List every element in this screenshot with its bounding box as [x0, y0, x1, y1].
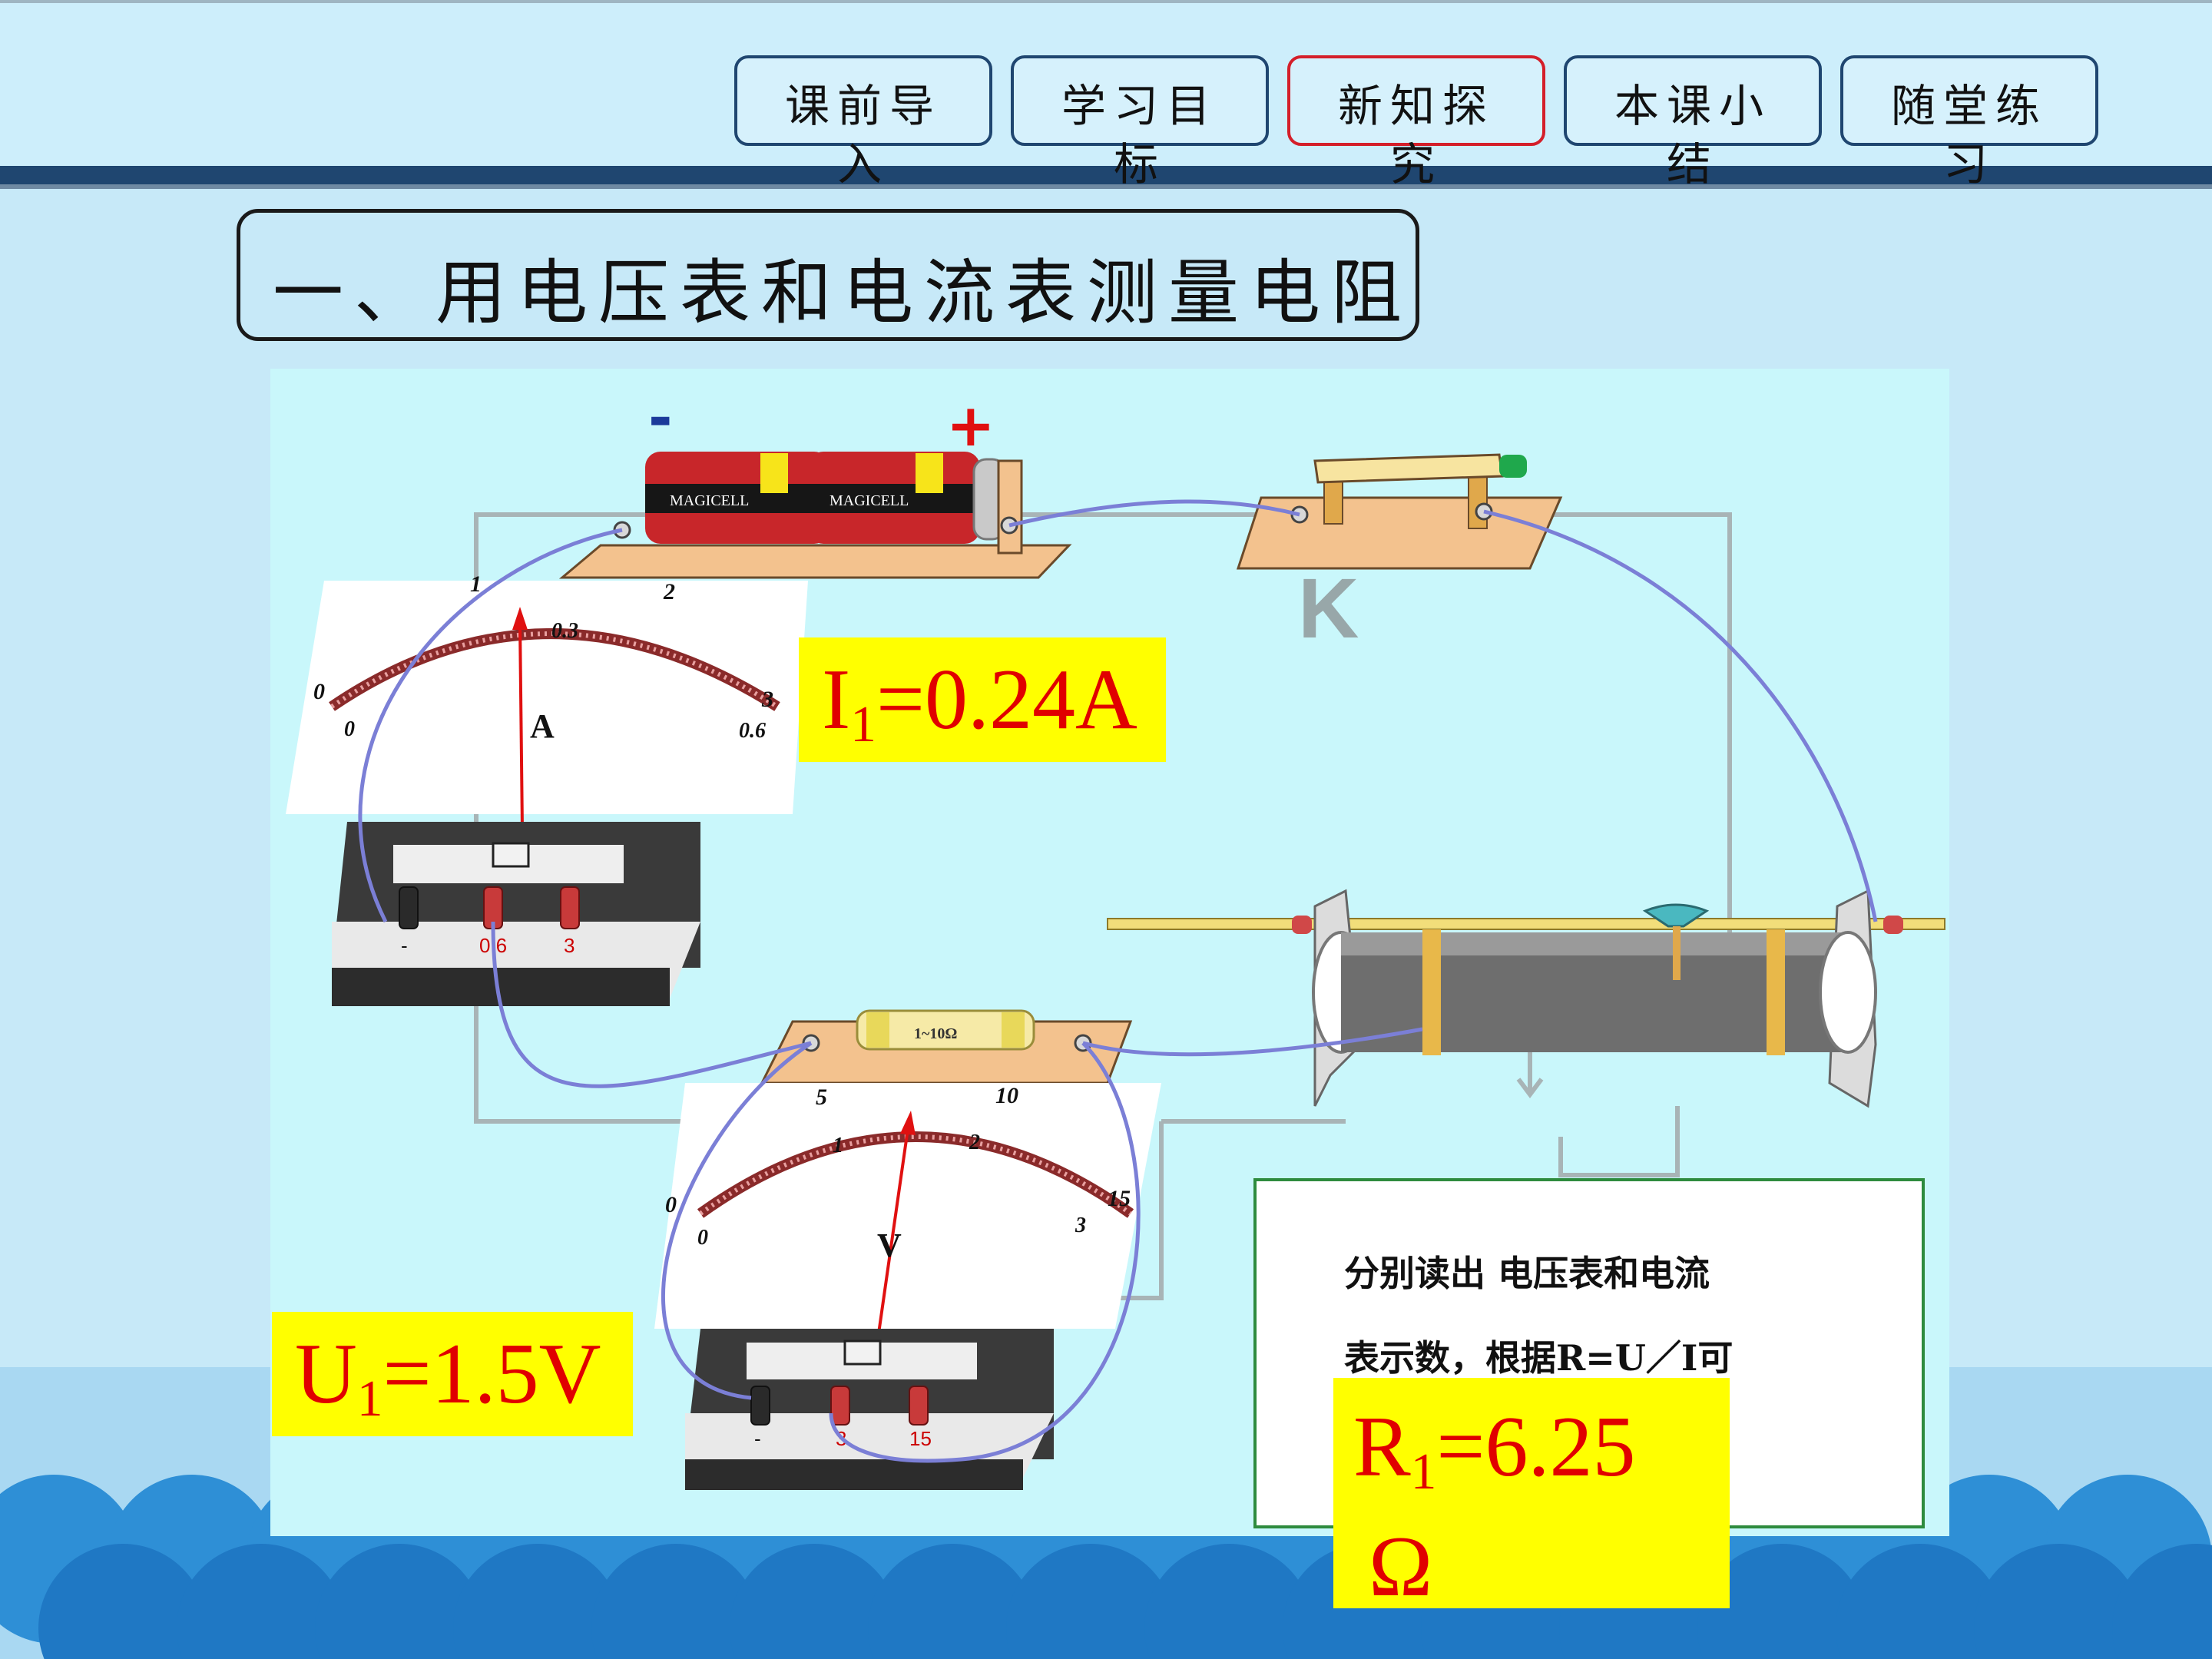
- header-rule: [0, 166, 2212, 184]
- nav-label: 学习目标: [1061, 80, 1218, 190]
- battery-holder: MAGICELL MAGICELL: [558, 452, 1072, 579]
- voltmeter-scale-top: 5: [816, 1084, 827, 1110]
- voltmeter-scale-bottom: 1: [833, 1134, 843, 1157]
- nav-label: 课前导入: [784, 80, 942, 190]
- battery-brand-label: MAGICELL: [830, 492, 909, 509]
- ammeter-scale-top: 0: [313, 679, 325, 704]
- resistance-unit: Ω: [1369, 1518, 1433, 1614]
- nav-button-practice[interactable]: 随堂练习: [1840, 55, 2098, 190]
- voltmeter-terminal-label: 15: [909, 1427, 932, 1450]
- voltmeter-scale-top: 0: [665, 1192, 677, 1217]
- ammeter-scale-bottom: 0: [344, 717, 355, 741]
- current-value: =0.24A: [876, 652, 1137, 747]
- voltage-reading: U1=1.5V: [272, 1312, 633, 1436]
- ammeter-scale-bottom: 0.6: [739, 719, 766, 743]
- ammeter-symbol: A: [530, 707, 555, 745]
- ammeter-terminal-label: 3: [564, 934, 575, 957]
- nav-label: 新知探究: [1337, 80, 1495, 190]
- battery-plus-sign: +: [946, 391, 995, 459]
- knife-switch: [1236, 453, 1563, 570]
- voltage-subscript: 1: [356, 1369, 383, 1427]
- ammeter: A 0 1 2 3 0 0.3 0.6 - 0.6 3: [286, 571, 808, 1006]
- voltmeter-scale-bottom: 3: [1075, 1214, 1086, 1237]
- resistance-subscript: 1: [1410, 1442, 1437, 1500]
- ammeter-terminal-label: -: [401, 934, 408, 957]
- note-line-2: 表示数，根据R=U／I可: [1344, 1337, 1734, 1379]
- voltmeter: V 0 5 10 15 0 1 2 3 - 3 15: [654, 1083, 1161, 1490]
- voltmeter-scale-bottom: 0: [697, 1226, 708, 1250]
- voltmeter-scale-bottom: 2: [969, 1131, 980, 1154]
- fixed-resistor: 1~10Ω: [760, 1009, 1133, 1084]
- voltmeter-terminal-label: -: [754, 1427, 761, 1450]
- ammeter-scale-top: 1: [470, 571, 482, 597]
- nav-button-summary[interactable]: 本课小结: [1564, 55, 1822, 190]
- ammeter-scale-bottom: 0.3: [551, 619, 578, 643]
- nav-button-intro[interactable]: 课前导入: [734, 55, 992, 190]
- nav-button-explore[interactable]: 新知探究: [1287, 55, 1545, 190]
- current-reading: I1=0.24A: [799, 637, 1166, 762]
- sliding-rheostat: [1107, 889, 1945, 1108]
- nav-label: 本课小结: [1614, 80, 1771, 190]
- current-subscript: 1: [850, 694, 876, 753]
- nav-label: 随堂练习: [1890, 80, 2048, 190]
- resistor-value-label: 1~10Ω: [914, 1025, 957, 1042]
- battery-minus-sign: -: [648, 383, 673, 452]
- voltage-value: =1.5V: [382, 1326, 601, 1422]
- voltmeter-scale-top: 10: [995, 1083, 1018, 1108]
- section-title-box: 一、用电压表和电流表测量电阻: [237, 209, 1419, 341]
- voltmeter-symbol: V: [877, 1227, 902, 1264]
- resistance-symbol: R: [1353, 1399, 1411, 1495]
- circuit-diagram: K MAGICELL MAGICELL - +: [286, 383, 1945, 1490]
- section-title: 一、用电压表和电流表测量电阻: [273, 252, 1413, 334]
- header-rule-shadow: [0, 184, 2212, 189]
- top-border: [0, 0, 2212, 3]
- nav-button-goals[interactable]: 学习目标: [1011, 55, 1269, 190]
- battery-brand-label: MAGICELL: [670, 492, 749, 509]
- resistance-reading: R1=6.25 Ω: [1333, 1378, 1730, 1614]
- current-symbol: I: [822, 652, 851, 747]
- ammeter-scale-top: 2: [663, 579, 675, 604]
- resistance-value: =6.25: [1436, 1399, 1636, 1495]
- ammeter-scale-top: 3: [761, 687, 773, 712]
- voltmeter-scale-top: 15: [1108, 1186, 1131, 1211]
- switch-label: K: [1298, 561, 1359, 656]
- voltage-symbol: U: [295, 1326, 357, 1422]
- note-line-1: 分别读出 电压表和电流: [1344, 1253, 1710, 1294]
